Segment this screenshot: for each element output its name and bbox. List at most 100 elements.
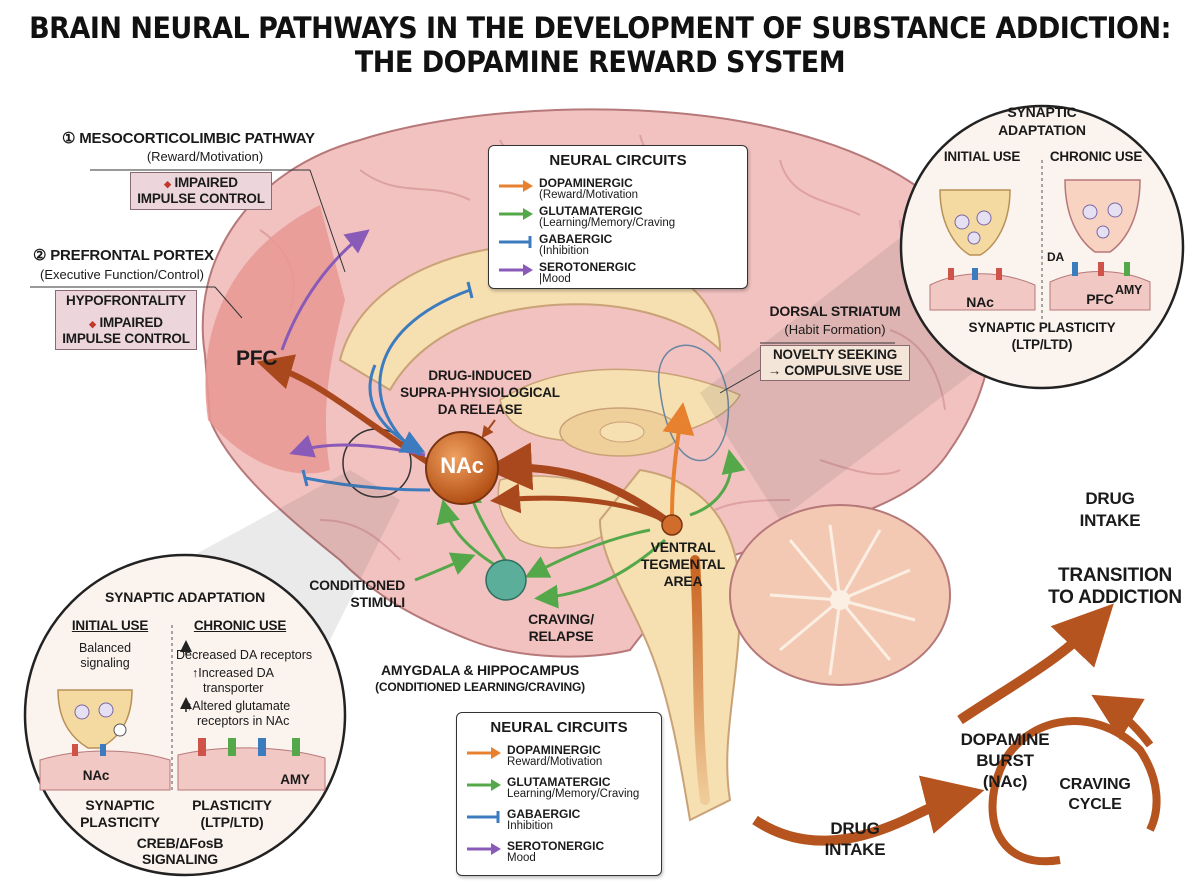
inset-bottom-left-circle (23, 553, 347, 877)
vta-line-1: VENTRAL (650, 539, 716, 555)
bl-increased-text: Increased DA (198, 666, 274, 680)
legend-row-serotonergic: SEROTONERGIC|Mood (497, 260, 737, 288)
title-line-1: BRAIN NEURAL PATHWAYS IN THE DEVELOPMENT… (29, 11, 1171, 46)
impaired-control-box-1: ◆ IMPAIRED IMPULSE CONTROL (130, 172, 272, 210)
legend-item-name: GLUTAMATERGIC (539, 204, 643, 218)
drug-induced-line-2: SUPRA-PHYSIOLOGICAL (400, 385, 560, 400)
legend-item-desc: (Learning/Memory/Craving (539, 217, 676, 229)
impulse-control-label-1: IMPULSE CONTROL (137, 191, 265, 206)
cycle-arrow-loop (988, 717, 1161, 866)
legend-item-name: DOPAMINERGIC (539, 176, 633, 190)
tr-title-line-1: SYNAPTIC (1007, 104, 1077, 120)
nac-label: NAc (440, 453, 484, 478)
compulsive-use-label: → COMPULSIVE USE (767, 363, 903, 378)
legend-row-glutamatergic: GLUTAMATERGIC(Learning/Memory/Craving (497, 204, 737, 232)
cerebellum (729, 504, 951, 686)
up-arrow-icon: ↑ (192, 666, 199, 680)
glutamatergic-arrow-icon (499, 208, 533, 220)
vta-line-2: TEGMENTAL (640, 556, 726, 572)
bl-decreased: Decreased DA receptors (176, 648, 313, 662)
tr-title-line-2: ADAPTATION (998, 122, 1086, 138)
dorsal-striatum-subtitle: (Habit Formation) (784, 322, 886, 337)
amygdala-subtitle: (CONDITIONED LEARNING/CRAVING) (375, 680, 585, 694)
brainstem (598, 468, 742, 822)
tr-initial-use: INITIAL USE (943, 149, 1021, 164)
cycle-arrow-intake (752, 775, 985, 846)
nac-node (425, 431, 499, 505)
legend-item-name: SEROTONERGIC (539, 260, 637, 274)
bl-creb-1: CREB/ΔFosB (136, 835, 224, 851)
dopaminergic-arrow-icon (467, 747, 501, 759)
bl-initial-use: INITIAL USE (71, 618, 149, 633)
bl-creb-2: SIGNALING (142, 851, 218, 867)
bl-altered-text: Altered glutamate (192, 699, 291, 713)
legend-item-name: SEROTONERGIC (507, 839, 605, 853)
bl-chronic-use: CHRONIC USE (193, 618, 287, 633)
dopamine-burst-3: (NAc) (982, 772, 1028, 791)
craving-relapse-line-2: RELAPSE (528, 628, 594, 644)
bl-synaptic-1: SYNAPTIC (85, 797, 155, 813)
serotonergic-arrow-icon (499, 264, 533, 276)
impaired-label-2: ◆ IMPAIRED (56, 315, 196, 330)
legend-item-desc: |Mood (539, 273, 571, 285)
bl-balanced-2: signaling (80, 656, 130, 670)
tr-chronic-use: CHRONIC USE (1049, 149, 1143, 164)
conditioned-line-1: CONDITIONED (309, 577, 405, 593)
bl-title: SYNAPTIC ADAPTATION (104, 589, 266, 605)
bullet-icon: ◆ (89, 319, 96, 329)
pathway-number-1: ① (62, 130, 76, 147)
tr-footer-line-1: SYNAPTIC PLASTICITY (968, 320, 1116, 335)
pfc-region (205, 205, 345, 474)
drug-intake-top-2: INTAKE (1079, 511, 1141, 530)
transition-line-2: TO ADDICTION (1048, 587, 1182, 608)
bl-increased-2: transporter (203, 681, 264, 695)
synapse-initial-bottom (39, 689, 171, 791)
legend-item-name: GLUTAMATERGIC (507, 775, 611, 789)
dopaminergic-arrow-icon (499, 180, 533, 192)
bl-plasticity-2: (LTP/LTD) (200, 814, 264, 830)
up-arrow-icon: ↑ (186, 699, 193, 713)
drug-intake-bottom-2: INTAKE (824, 840, 886, 859)
transition-line-1: TRANSITION (1057, 565, 1173, 586)
legend-bottom-title: NEURAL CIRCUITS (490, 719, 628, 736)
vta-line-3: AREA (663, 573, 703, 589)
legend-item-desc: Inhibition (507, 820, 554, 832)
vta-node (661, 514, 683, 536)
legend-item-name: GABAERGIC (507, 807, 581, 821)
mesocorticolimbic-label: MESOCORTICOLIMBIC PATHWAY (79, 130, 315, 147)
legend-item-desc: Reward/Motivation (507, 756, 603, 768)
tr-da-label: DA (1047, 250, 1064, 264)
glutamatergic-arrow-icon (467, 779, 501, 791)
legend-top-title: NEURAL CIRCUITS (549, 152, 687, 169)
legend-top: NEURAL CIRCUITS DOPAMINERGIC(Reward/Moti… (488, 145, 748, 289)
gabaergic-arrow-icon (499, 236, 532, 248)
legend-item-name: GABAERGIC (539, 232, 613, 246)
drug-induced-line-3: DA RELEASE (437, 402, 523, 417)
tr-footer-line-2: (LTP/LTD) (1011, 337, 1073, 352)
bl-plasticity-1: PLASTICITY (192, 797, 272, 813)
drug-induced-line-1: DRUG-INDUCED (428, 368, 532, 383)
impaired-text-2: IMPAIRED (99, 315, 163, 330)
title-line-2: THE DOPAMINE REWARD SYSTEM (354, 45, 846, 80)
bl-synaptic-2: PLASTICITY (80, 814, 160, 830)
novelty-seeking-label: NOVELTY SEEKING (772, 347, 898, 362)
cycle-arrow-up (957, 603, 1114, 725)
legend-item-desc: (Inhibition (539, 245, 589, 257)
drug-intake-bottom-1: DRUG (830, 819, 880, 838)
tr-pfc-label: PFC (1086, 291, 1114, 307)
impaired-label-1: ◆ IMPAIRED (131, 175, 271, 190)
amygdala-title: AMYGDALA & HIPPOCAMPUS (380, 662, 580, 678)
legend-item-desc: (Reward/Motivation (539, 189, 639, 201)
craving-relapse-line-1: CRAVING/ (528, 611, 594, 627)
bl-amy-label: AMY (280, 772, 310, 787)
hypofrontality-box: HYPOFRONTALITY ◆ IMPAIRED IMPULSE CONTRO… (55, 290, 197, 350)
bl-altered-2: receptors in NAc (197, 714, 290, 728)
synapse-chronic-bottom (177, 738, 326, 791)
prefrontal-label: PREFRONTAL PORTEX (50, 247, 214, 264)
synapse-chronic-top (1049, 179, 1151, 311)
bl-increased-1: ↑Increased DA (192, 666, 274, 680)
pathway-number-2: ② (33, 247, 47, 264)
